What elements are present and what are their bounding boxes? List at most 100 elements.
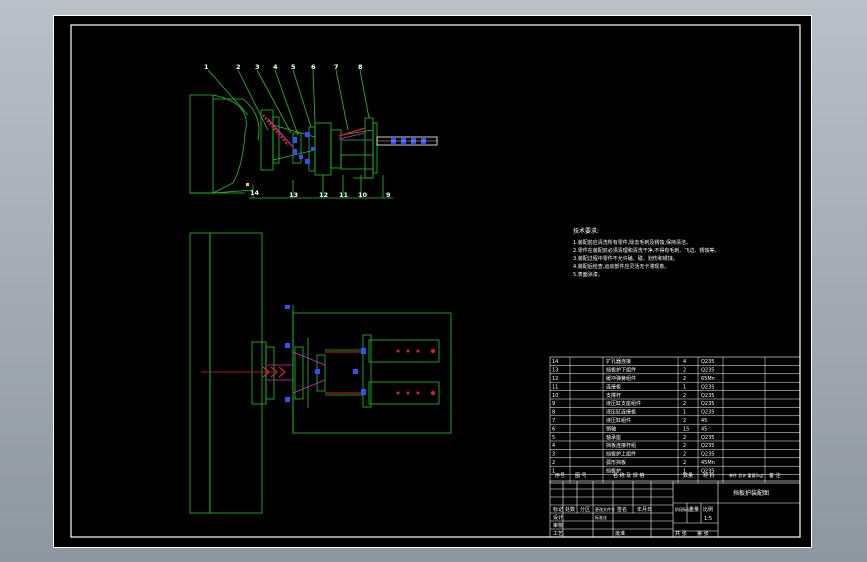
balloon-13: 13 bbox=[289, 191, 298, 199]
bom-cell-name: 挡板护上组件 bbox=[606, 451, 636, 458]
balloon-5: 5 bbox=[291, 63, 296, 71]
tb-label-sheet-no: 第 张 bbox=[697, 530, 709, 537]
bom-cell-material: Q235 bbox=[701, 443, 714, 449]
bom-cell-no: 1 bbox=[552, 468, 555, 474]
bom-cell-name: 支撑杆 bbox=[606, 392, 621, 399]
bom-cell-name: 液压缸支座组件 bbox=[606, 400, 641, 407]
bom-cell-material: Q235 bbox=[701, 435, 714, 441]
title-block bbox=[549, 480, 801, 538]
bom-cell-name: 液压缸连接板 bbox=[606, 409, 636, 416]
bom-cell-no: 9 bbox=[552, 401, 555, 407]
bom-cell-no: 13 bbox=[552, 368, 558, 374]
tb-label-stage: 阶段标记 bbox=[675, 506, 691, 512]
inner-border bbox=[70, 24, 801, 538]
balloon-4: 4 bbox=[273, 63, 278, 71]
balloon-3: 3 bbox=[255, 63, 260, 71]
bom-cell-name: 挡板连接杆组 bbox=[606, 442, 636, 449]
note-3: 3.装配过程中零件不允许磕、碰、划伤和锈蚀。 bbox=[573, 255, 678, 262]
balloon-9: 9 bbox=[386, 191, 391, 199]
balloon-14: 14 bbox=[250, 189, 260, 197]
balloon-6: 6 bbox=[311, 63, 316, 71]
bom-cell-qty: 15 bbox=[683, 426, 689, 432]
bom-cell-name: 连接板 bbox=[606, 383, 621, 390]
bom-cell-no: 3 bbox=[552, 452, 555, 458]
tb-label-approve: 批准 bbox=[615, 530, 625, 537]
bom-header-weight: 单件 总计 重量(kg) bbox=[729, 472, 764, 478]
tb-label-sheets: 共 张 bbox=[675, 530, 687, 537]
bom-cell-material: Q235 bbox=[701, 359, 714, 365]
bom-cell-material: Q235 bbox=[701, 393, 714, 399]
bom-cell-qty: 4 bbox=[683, 359, 686, 365]
bom-cell-qty: 2 bbox=[683, 368, 686, 374]
bom-cell-material: Q235 bbox=[701, 384, 714, 390]
bom-cell-material: Q235 bbox=[701, 452, 714, 458]
title-block-text: 挡板护装配图 标记 处数 分区 更改文件号 签名 年月日 设计 标准化 阶段标记… bbox=[553, 489, 769, 537]
drawing-title: 挡板护装配图 bbox=[733, 489, 769, 497]
bom-cell-no: 10 bbox=[552, 393, 558, 399]
bom-cell-qty: 2 bbox=[683, 393, 686, 399]
note-4: 4.装配后检查,运动部件应灵活无卡滞现象。 bbox=[573, 263, 669, 270]
bom-cell-material: 45Mn bbox=[701, 460, 715, 466]
bom-cell-material: 45 bbox=[701, 418, 707, 424]
balloon-1: 1 bbox=[204, 63, 209, 71]
bom-cell-material: 65Mn bbox=[701, 376, 715, 382]
bom-cell-name: 液压缸组件 bbox=[606, 417, 631, 424]
bom-cell-no: 6 bbox=[552, 426, 555, 432]
tb-label-date: 年月日 bbox=[637, 506, 652, 513]
balloon-12: 12 bbox=[319, 191, 328, 199]
balloon-labels: 1 2 3 4 5 6 7 8 14 13 12 11 10 9 bbox=[204, 63, 391, 199]
bom-cell-qty: 2 bbox=[683, 401, 686, 407]
plan-view-details bbox=[201, 305, 435, 402]
note-2: 2.零件在装配前必须清理和清洗干净,不得有毛刺、飞边、锈蚀等。 bbox=[573, 247, 719, 254]
plan-view bbox=[189, 232, 452, 514]
bom-cell-material: Q235 bbox=[701, 401, 714, 407]
balloon-7: 7 bbox=[334, 63, 339, 71]
bom-cell-material: 45 bbox=[701, 426, 707, 432]
top-view-details bbox=[246, 114, 438, 186]
tb-label-zone: 分区 bbox=[580, 506, 590, 513]
bom-cell-name: 挡板护 bbox=[606, 467, 621, 474]
bom-cell-name: 轴承座 bbox=[606, 434, 621, 441]
tb-label-change-doc: 更改文件号 bbox=[595, 506, 615, 512]
balloon-11: 11 bbox=[339, 191, 349, 199]
bom-header: 序号 图 号 名 称 及 规 格 数量 材 料 单件 总计 重量(kg) 备 注 bbox=[555, 472, 781, 479]
bom-header-no: 序号 bbox=[555, 472, 565, 479]
bom-cell-qty: 2 bbox=[683, 418, 686, 424]
bom-cell-no: 12 bbox=[552, 376, 558, 382]
note-5: 5.表面涂漆。 bbox=[573, 271, 603, 278]
bom-cell-name: 销轴 bbox=[606, 425, 616, 432]
balloon-10: 10 bbox=[358, 191, 368, 199]
tb-label-count: 处数 bbox=[565, 506, 575, 513]
balloon-2: 2 bbox=[236, 63, 241, 71]
bom-cell-qty: 2 bbox=[683, 452, 686, 458]
bom-cell-qty: 1 bbox=[683, 468, 686, 474]
outer-border bbox=[53, 15, 812, 548]
bom-frame bbox=[549, 356, 801, 484]
bom-header-code: 图 号 bbox=[575, 473, 587, 479]
bom-cell-name: 挡板护下组件 bbox=[606, 367, 636, 374]
tb-scale-value: 1:5 bbox=[704, 516, 712, 522]
bom-header-material: 材 料 bbox=[703, 472, 715, 479]
note-1: 1.装配前应清洗所有零件,除去毛刺及锈蚀,保持清洁。 bbox=[573, 239, 691, 246]
notes-title: 技术要求: bbox=[573, 227, 599, 235]
bom-cell-qty: 2 bbox=[683, 443, 686, 449]
bom-header-qty: 数量 bbox=[683, 472, 693, 479]
bom-cell-no: 4 bbox=[552, 443, 555, 449]
bom-cell-no: 5 bbox=[552, 435, 555, 441]
bom-cell-no: 14 bbox=[552, 359, 558, 365]
drawing-canvas: 1 2 3 4 5 6 7 8 14 13 12 11 10 9 bbox=[53, 15, 812, 548]
bom-cell-material: Q235 bbox=[701, 468, 714, 474]
drawing-sheet: 1 2 3 4 5 6 7 8 14 13 12 11 10 9 bbox=[53, 15, 812, 548]
bom-cell-no: 11 bbox=[552, 384, 558, 390]
bom-header-remark: 备 注 bbox=[769, 472, 781, 479]
tb-label-weight: 重量 bbox=[689, 506, 699, 513]
tb-label-standard: 标准化 bbox=[595, 514, 607, 520]
tb-label-sign: 签名 bbox=[617, 506, 627, 513]
balloon-8: 8 bbox=[358, 63, 363, 71]
tb-label-mark: 标记 bbox=[553, 506, 563, 513]
tb-label-process: 工艺 bbox=[553, 531, 563, 537]
bom-cell-qty: 1 bbox=[683, 384, 686, 390]
bom-cell-no: 8 bbox=[552, 410, 555, 416]
